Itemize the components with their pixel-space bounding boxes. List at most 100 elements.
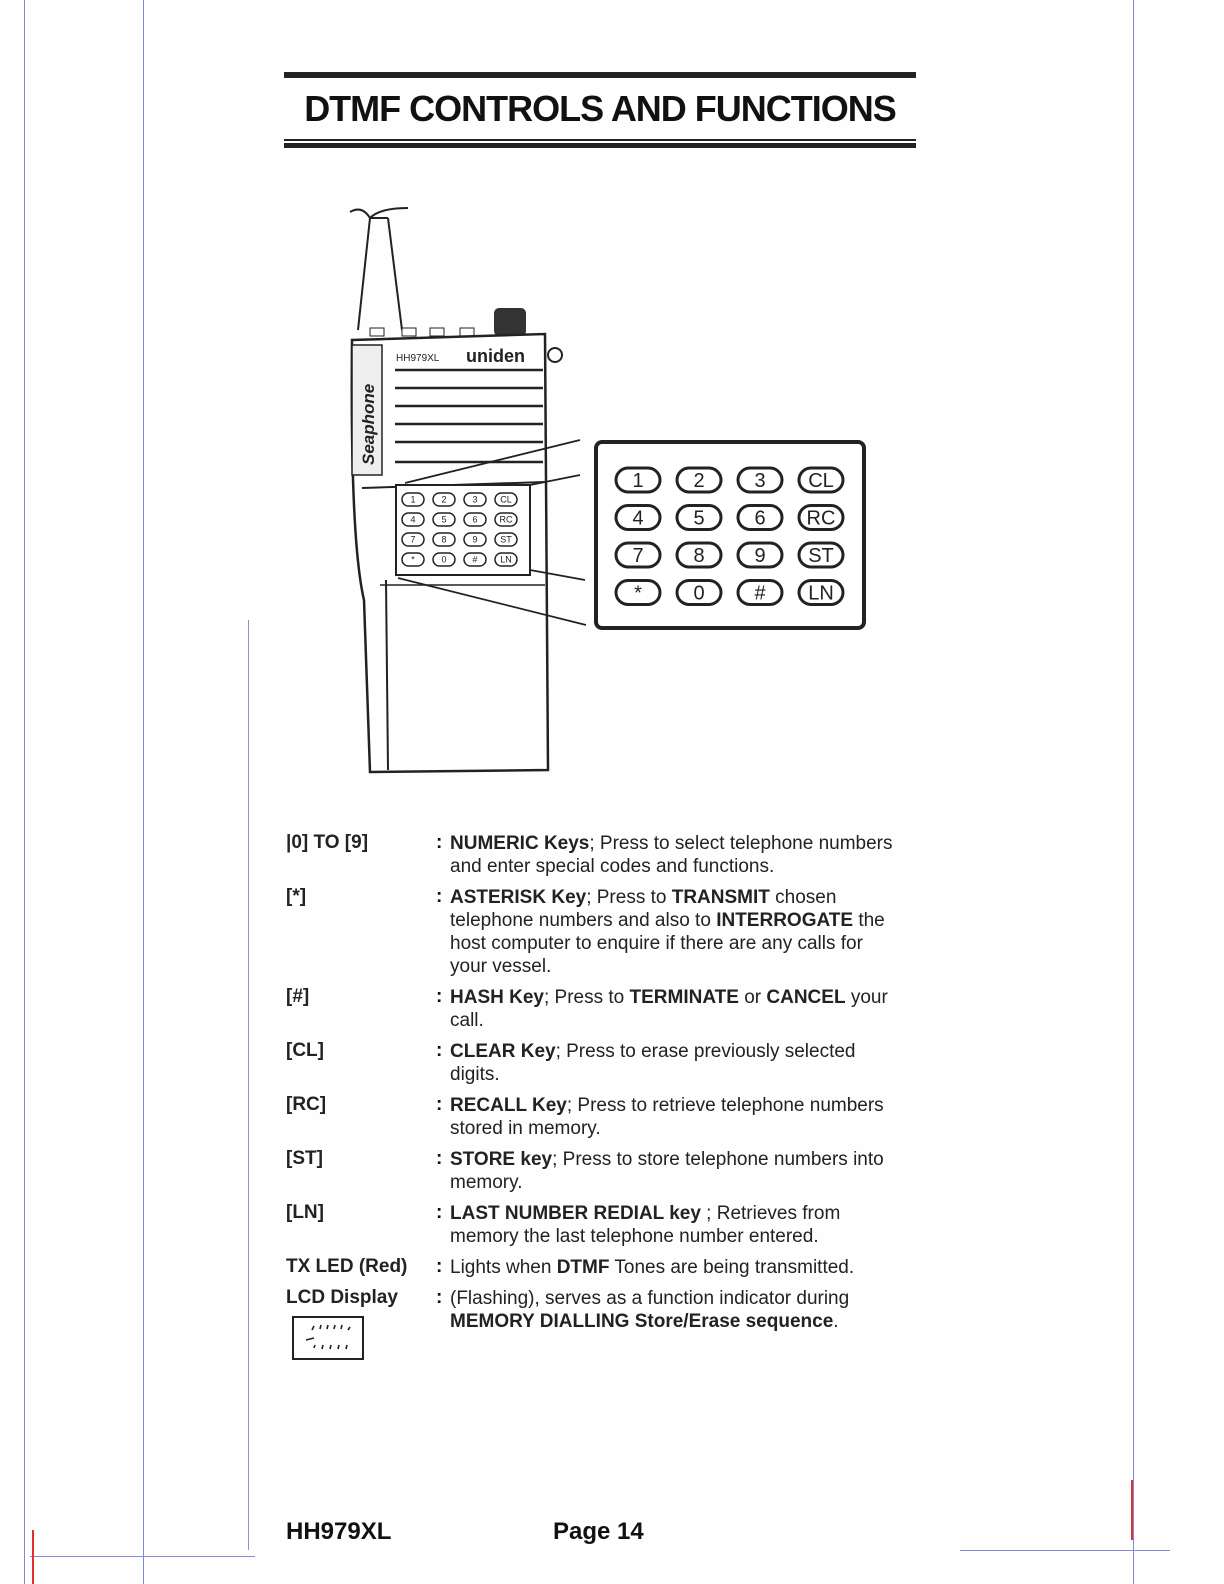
separator-colon: : xyxy=(436,832,443,853)
antenna xyxy=(357,217,403,331)
speaker-grille xyxy=(395,368,543,464)
small-keypad-key-3-1 xyxy=(432,552,456,567)
brand-logo: uniden xyxy=(466,346,525,366)
key-description: ASTERISK Key; Press to TRANSMIT chosen t… xyxy=(450,886,905,978)
keypad-key-label: 0 xyxy=(693,583,704,605)
key-label: [*] xyxy=(286,886,307,907)
side-label: Seaphone xyxy=(359,384,378,465)
key-label: [#] xyxy=(286,986,310,1007)
keypad-key-label: RC xyxy=(807,508,836,530)
title-rule-bottom xyxy=(284,139,916,141)
description-emphasis: TRANSMIT xyxy=(671,887,770,908)
key-label: LCD Display xyxy=(286,1287,398,1308)
key-descriptions: |0] TO [9]: NUMERIC Keys; Press to select… xyxy=(286,832,926,1341)
small-keypad-key-label: 0 xyxy=(441,555,446,565)
separator-colon: : xyxy=(436,1256,443,1277)
separator-colon: : xyxy=(436,1148,443,1169)
key-description-row: TX LED (Red): Lights when DTMF Tones are … xyxy=(286,1256,926,1279)
keypad-key-2-0 xyxy=(614,541,662,569)
red-margin-mark xyxy=(32,1530,34,1584)
small-keypad-key-2-3 xyxy=(494,532,518,547)
description-emphasis: CLEAR Key xyxy=(450,1041,556,1062)
key-label: |0] TO [9] xyxy=(286,832,369,853)
keypad-key-label: 4 xyxy=(632,508,643,530)
description-emphasis: LAST NUMBER REDIAL key xyxy=(450,1203,701,1224)
keypad-key-2-1 xyxy=(675,541,723,569)
keypad-key-3-0 xyxy=(614,579,662,606)
small-keypad-key-label: * xyxy=(411,555,415,565)
key-description-row: [#]:HASH Key; Press to TERMINATE or CANC… xyxy=(286,986,926,1032)
description-emphasis: HASH Key xyxy=(450,987,544,1008)
description-emphasis: ASTERISK Key xyxy=(450,887,587,908)
description-emphasis: STORE key xyxy=(450,1149,553,1170)
small-keypad-key-label: ST xyxy=(500,535,512,545)
small-keypad-key-0-1 xyxy=(432,492,456,507)
key-description-row: |0] TO [9]: NUMERIC Keys; Press to select… xyxy=(286,832,926,878)
key-description: STORE key; Press to store telephone numb… xyxy=(450,1148,905,1194)
small-keypad-key-0-3 xyxy=(494,492,518,507)
small-keypad-key-2-0 xyxy=(401,532,425,547)
description-text: ; Press to retrieve telephone numbers st… xyxy=(450,1095,884,1139)
keypad-key-label: * xyxy=(634,583,642,605)
description-text: Tones are being transmitted. xyxy=(609,1257,855,1278)
description-text: the host computer to enquire if there ar… xyxy=(450,910,885,977)
separator-colon: : xyxy=(436,1287,443,1308)
small-keypad-key-1-1 xyxy=(432,512,456,527)
key-description-row: [LN]:LAST NUMBER REDIAL key ; Retrieves … xyxy=(286,1202,926,1248)
small-keypad-key-label: 4 xyxy=(410,515,415,525)
keypad-key-1-2 xyxy=(736,504,784,531)
key-description: Lights when DTMF Tones are being transmi… xyxy=(450,1256,905,1279)
separator-colon: : xyxy=(436,1202,443,1223)
title-rule-bottom-thick xyxy=(284,143,916,148)
description-text: ; Press to erase previously selected dig… xyxy=(450,1041,856,1085)
description-text: (Flashing), serves as a function indicat… xyxy=(450,1288,850,1309)
key-description: CLEAR Key; Press to erase previously sel… xyxy=(450,1040,905,1086)
keypad-key-0-2 xyxy=(736,466,784,494)
keypad-key-1-3 xyxy=(797,504,845,531)
separator-colon: : xyxy=(436,886,443,907)
keypad-key-label: LN xyxy=(808,583,834,605)
key-description-row: LCD Display: (Flashing), serves as a func… xyxy=(286,1287,926,1333)
keypad-key-3-2 xyxy=(736,579,784,606)
keypad-key-0-0 xyxy=(614,466,662,494)
keypad-enlarged xyxy=(594,440,866,630)
small-keypad-key-label: # xyxy=(472,555,477,565)
keypad-key-label: CL xyxy=(808,470,834,492)
description-emphasis: NUMERIC Keys xyxy=(450,833,590,854)
keypad-key-label: ST xyxy=(808,545,834,567)
description-emphasis: RECALL Key xyxy=(450,1095,567,1116)
small-keypad-key-label: 2 xyxy=(441,495,446,505)
keypad-key-2-2 xyxy=(736,541,784,569)
description-text: . xyxy=(833,1311,839,1332)
description-emphasis: DTMF xyxy=(556,1257,610,1278)
margin-line xyxy=(1133,0,1134,1584)
key-description-row: [ST]:STORE key; Press to store telephone… xyxy=(286,1148,926,1194)
description-text: ; Press to select telephone numbers and … xyxy=(450,833,893,877)
lcd-display-icon xyxy=(292,1316,364,1360)
key-description: RECALL Key; Press to retrieve telephone … xyxy=(450,1094,905,1140)
key-description: (Flashing), serves as a function indicat… xyxy=(450,1287,905,1333)
keypad-key-label: 7 xyxy=(632,545,643,567)
description-text: chosen telephone numbers and also to xyxy=(450,887,837,931)
keypad-key-3-1 xyxy=(675,579,723,606)
antenna-tip xyxy=(349,207,409,220)
margin-line xyxy=(960,1550,1170,1551)
key-description: NUMERIC Keys; Press to select telephone … xyxy=(450,832,905,878)
small-keypad-key-3-2 xyxy=(463,552,487,567)
description-text: your call. xyxy=(450,987,888,1031)
small-keypad-key-3-3 xyxy=(494,552,518,567)
small-keypad-key-1-0 xyxy=(401,512,425,527)
key-label: [LN] xyxy=(286,1202,324,1223)
key-description: HASH Key; Press to TERMINATE or CANCEL y… xyxy=(450,986,905,1032)
description-emphasis: TERMINATE xyxy=(629,987,739,1008)
margin-line xyxy=(24,0,25,1584)
keypad-key-1-0 xyxy=(614,504,662,531)
small-keypad-key-3-0 xyxy=(401,552,425,567)
key-label: TX LED (Red) xyxy=(286,1256,408,1277)
key-description-row: [*]: ASTERISK Key; Press to TRANSMIT chos… xyxy=(286,886,926,978)
small-keypad-key-label: 9 xyxy=(472,535,477,545)
keypad-key-0-1 xyxy=(675,466,723,494)
keypad-key-0-3 xyxy=(797,466,845,494)
